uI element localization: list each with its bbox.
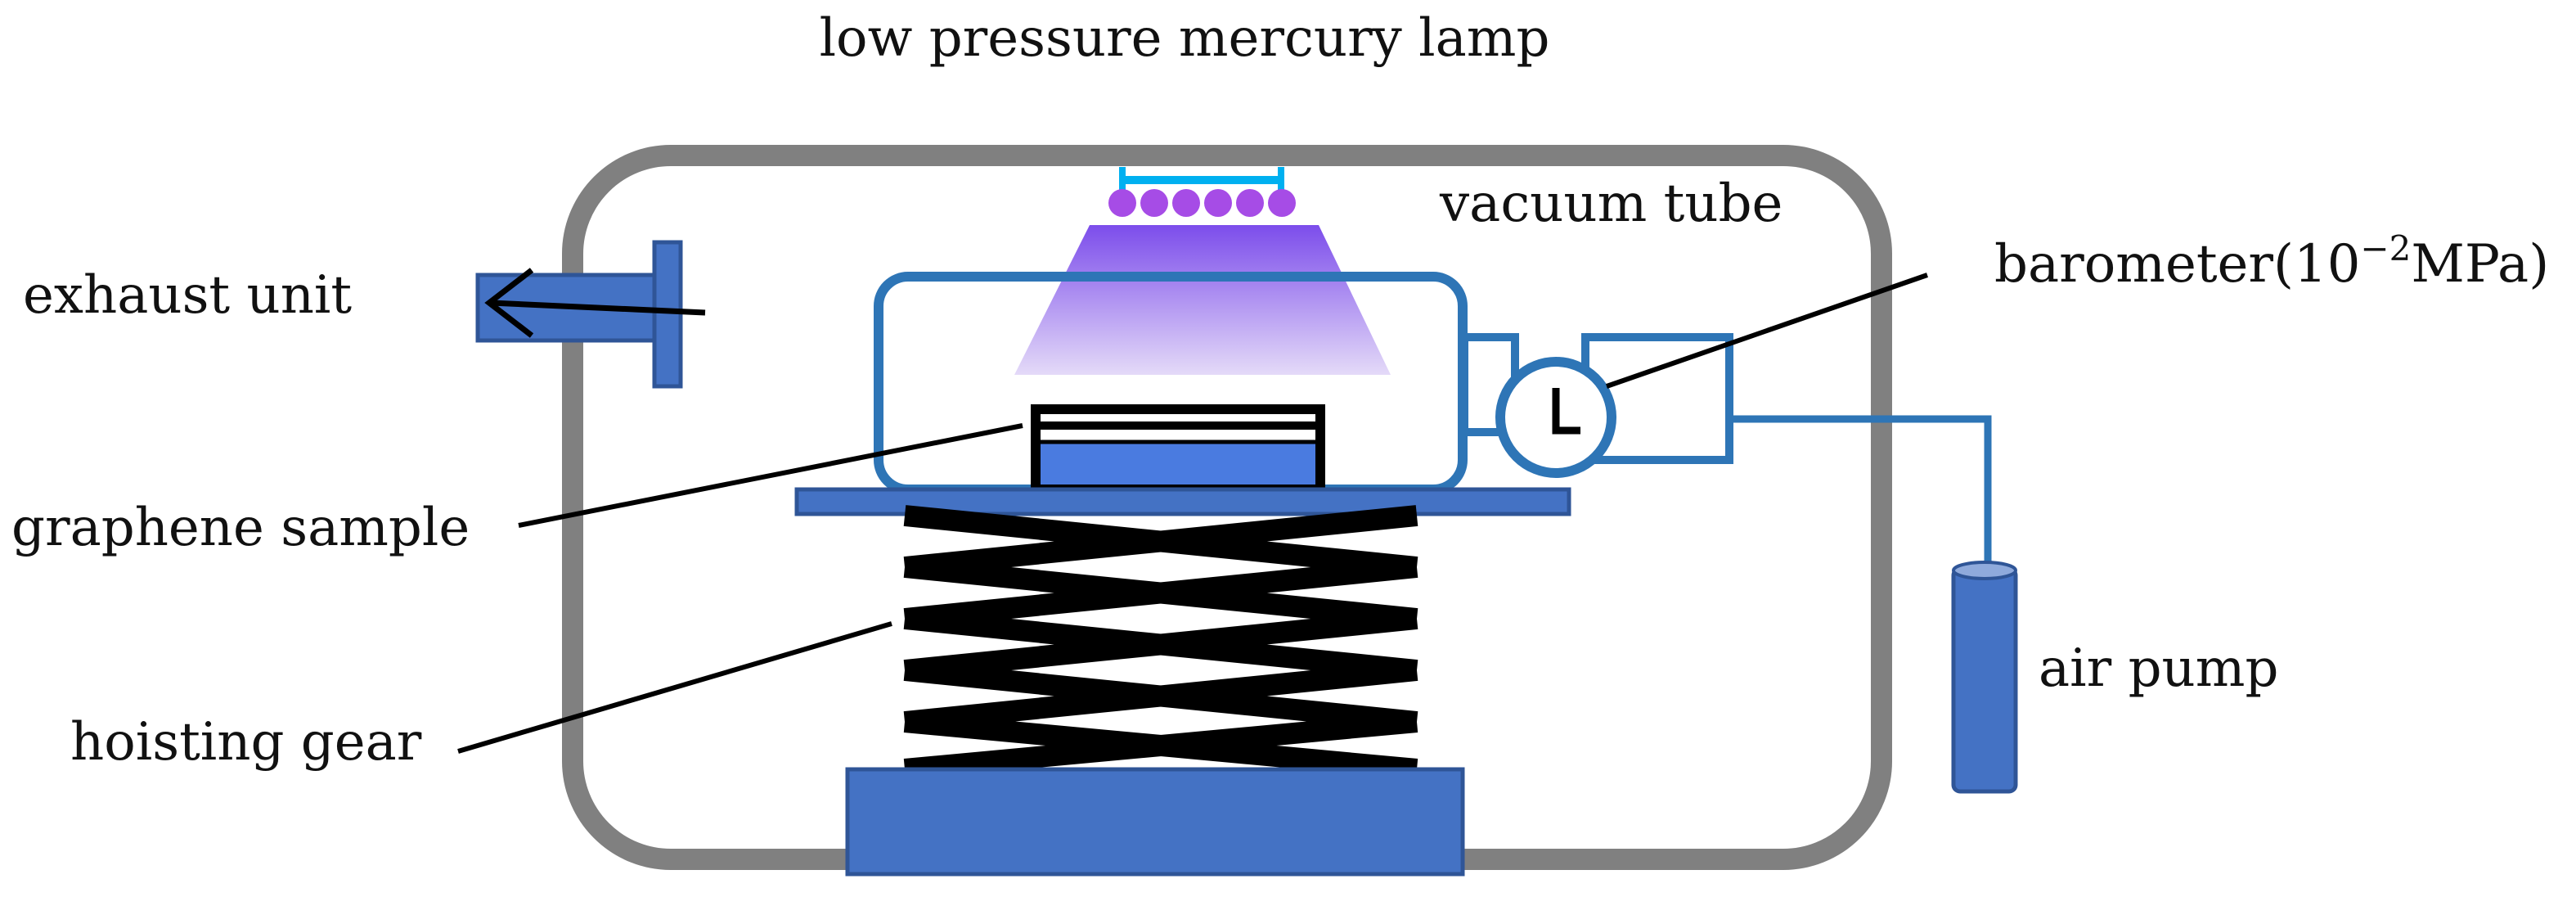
lamp-bulb	[1172, 189, 1200, 217]
barometer-label-suffix: MPa)	[2411, 234, 2549, 295]
exhaust-flange	[652, 240, 683, 389]
scissor-arm	[903, 711, 1418, 780]
stage-platform	[794, 487, 1571, 516]
exhaust-arrow-shaft	[490, 300, 706, 316]
hoisting-base	[845, 767, 1465, 877]
lamp-bulb	[1140, 189, 1168, 217]
scissor-arm	[903, 608, 1418, 681]
graphene-sample-label: graphene sample	[11, 498, 470, 558]
barometer	[1460, 333, 1733, 478]
exhaust-unit	[475, 240, 706, 389]
sample-base	[1033, 439, 1323, 492]
air-pump-hose	[1729, 415, 1992, 569]
barometer-label: barometer(10−2MPa)	[1994, 228, 2549, 295]
graphene-sample-leader	[518, 423, 1023, 528]
barometer-needle-icon	[1552, 388, 1580, 435]
lamp-bulb	[1268, 189, 1296, 217]
air-pump-top	[1952, 561, 2017, 580]
hoisting-gear-label: hoisting gear	[70, 712, 422, 773]
scissor-arm	[903, 505, 1418, 578]
lamp-bulb	[1108, 189, 1136, 217]
air-pump	[1951, 561, 2018, 794]
exhaust-unit-label: exhaust unit	[23, 265, 352, 326]
air-pump-label: air pump	[2039, 638, 2278, 699]
lamp-bulb	[1204, 189, 1232, 217]
hoisting-gear-scissor	[903, 505, 1418, 780]
lamp-bulb	[1236, 189, 1264, 217]
mercury-lamp	[1108, 167, 1296, 217]
scissor-arm	[903, 660, 1418, 732]
barometer-label-exponent: −2	[2360, 228, 2411, 268]
hoisting-gear-leader	[457, 621, 892, 754]
scissor-arm	[903, 557, 1418, 629]
lamp-bulbs	[1108, 189, 1296, 217]
graphene-sample	[1031, 404, 1325, 494]
air-pump-body	[1951, 566, 2018, 794]
exhaust-arrow-head-icon	[484, 268, 534, 338]
uv-light-cone	[1014, 225, 1391, 375]
vacuum-tube-label: vacuum tube	[1439, 174, 1783, 234]
lamp-label: low pressure mercury lamp	[820, 8, 1550, 69]
barometer-label-prefix: barometer(10	[1994, 234, 2360, 295]
barometer-leader	[1606, 273, 1928, 389]
